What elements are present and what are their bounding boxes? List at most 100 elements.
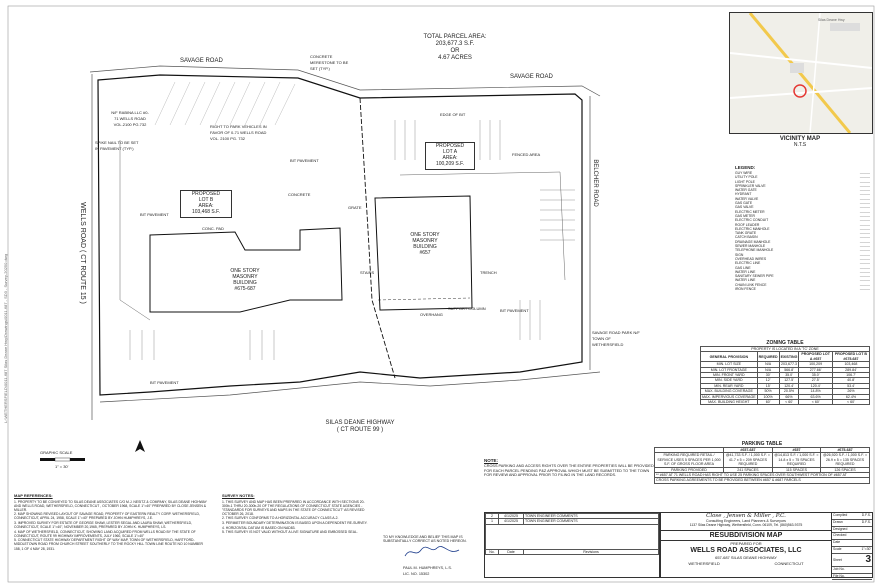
legend-item: WATER LINE——— (735, 270, 870, 274)
legend-item-symbol: ——— (859, 248, 870, 253)
legend-item: TELEPHONE MANHOLE——— (735, 248, 870, 252)
legend-item: GAS METER——— (735, 214, 870, 218)
vicinity-caption: VICINITY MAP N.T.S (735, 136, 865, 148)
lot-a-line1: PROPOSED (435, 143, 465, 149)
building-left-line1: ONE STORY (230, 268, 260, 274)
lot-b-line4: 103,468 S.F. (191, 209, 221, 215)
titleblock-value: 1"=30' (861, 546, 872, 551)
legend-item-label: WATER GATE (735, 188, 757, 193)
legend-item-label: ROOF LEADER (735, 222, 760, 227)
parking-table-block: PARKING TABLE #657-687#657#675-687 PARKI… (654, 441, 870, 484)
firm-line3: 1137 Silas Deane Highway, Wethersfield, … (689, 523, 803, 528)
legend-item-label: SPRINKLER VALVE (735, 183, 766, 188)
site-label: BIT PAVEMENT (150, 380, 179, 385)
road-label-savage-right: SAVAGE ROAD (510, 74, 553, 80)
legend-item-symbol: ——— (859, 201, 870, 206)
site-label: TRENCH (480, 270, 497, 275)
site-label: N/F RABINA LLC #0-71 WELLS ROAD VOL.2100… (111, 110, 149, 127)
titleblock-value: D.F.S. (861, 519, 871, 524)
vicinity-subtitle: N.T.S (793, 142, 807, 148)
legend-item-label: TANK GRATE (735, 231, 757, 236)
survey-notes: SURVEY NOTES: 1. THIS SURVEY AND MAP HAS… (222, 493, 372, 534)
zoning-cell: 26% (831, 388, 871, 395)
parking-cell: 115 SPACES (771, 466, 822, 474)
lot-a-line2: LOT A (442, 149, 458, 155)
building-right-line2: MASONRY (412, 238, 438, 244)
survey-notes-list: 1. THIS SURVEY AND MAP HAS BEEN PREPARED… (222, 500, 372, 535)
legend-item-symbol: ——— (859, 256, 870, 261)
legend-item: SEWER MANHOLE ——— (735, 244, 870, 248)
certification: TO MY KNOWLEDGE AND BELIEF THIS MAP IS S… (383, 535, 483, 577)
road-label-silas: SILAS DEANE HIGHWAY ( CT ROUTE 99 ) (300, 420, 420, 434)
zoning-cell: 60' (756, 399, 780, 406)
lot-b-line1: PROPOSED (191, 191, 221, 197)
legend-item-symbol: ——— (859, 213, 870, 218)
legend-item-symbol: ——— (859, 226, 870, 231)
legend-item-label: CHAIN LINK FENCE (735, 282, 767, 287)
site-label: EDGE OF BIT (440, 112, 466, 117)
map-reference-item: 4. MAP OF WETHERSFIELD, CONNECTICUT, SHO… (14, 529, 196, 538)
legend-item-symbol: ——— (859, 209, 870, 214)
legend-item-label: IRON FENCE (735, 287, 756, 292)
drawing-address: 657-687 SILAS DEANE HIGHWAY (715, 555, 777, 560)
map-reference-item: 3. IMPROVED SURVEY FOR ESTATE OF GEORGE … (14, 520, 192, 530)
parking-note-1: ** #657 AT 71 WELLS ROAD HAS RIGHT TO US… (654, 471, 870, 479)
parking-row: PARKING REQUIRED RETAIL / SERVICE USES 5… (654, 452, 870, 468)
lot-b-box: PROPOSED LOT B AREA: 103,468 S.F. (180, 190, 232, 218)
building-left-line2: MASONRY (232, 274, 258, 280)
parking-cell: @41,733 S.F. / 1,000 S.F. = 41.7 x 5 = 2… (723, 452, 773, 468)
legend-item-symbol: ——— (859, 235, 870, 240)
parking-header-cell: #657 (771, 446, 822, 454)
legend-item-symbol: ——— (859, 274, 870, 279)
surveyor-license: LIC. NO. 15302 (403, 571, 430, 576)
site-label: BIT PAVEMENT (500, 308, 529, 313)
legend-item-symbol: ——— (859, 244, 870, 249)
zoning-cell: 103,468 (831, 361, 871, 368)
legend-items: GUY WIRE———UTILITY POLE———LIGHT POLE———S… (735, 171, 870, 291)
drawing-town: WETHERSFIELD (688, 561, 720, 566)
titleblock-label: Sheet (833, 557, 842, 562)
titleblock-row: File No. (832, 574, 872, 581)
legend-item: SPRINKLER VALVE——— (735, 184, 870, 188)
building-right-label: ONE STORY MASONRY BUILDING #657 (395, 232, 455, 256)
signature (404, 546, 460, 557)
legend-item: ROOF LEADER——— (735, 223, 870, 227)
legend-item-symbol: ——— (859, 252, 870, 257)
lot-a-box: PROPOSED LOT A AREA: 100,209 S.F. (425, 142, 475, 170)
graphic-scale-title: GRAPHIC SCALE (40, 450, 73, 455)
legend-item-symbol: ——— (859, 239, 870, 244)
revision-header-cell: No. (485, 548, 499, 556)
zoning-cell: < 60' (831, 399, 871, 406)
zoning-cell: 106.7' (831, 371, 871, 379)
legend-item-label: CATCH BASIN (735, 235, 758, 240)
legend-item-label: SEWER MANHOLE (735, 244, 766, 249)
legend-item: CHAIN LINK FENCE——— (735, 283, 870, 287)
zoning-header-cell: REQUIRED (756, 351, 780, 363)
zoning-cell: 203,677.3 (778, 361, 800, 368)
legend-item-label: OVERHEAD WIRES (735, 256, 767, 261)
legend-item: WATER GATE——— (735, 188, 870, 192)
certification-text: TO MY KNOWLEDGE AND BELIEF THIS MAP IS S… (383, 535, 467, 544)
site-label: BIT PAVEMENT (290, 158, 319, 163)
zoning-cell: 14.8% (798, 388, 833, 395)
graphic-scale-note: 1" = 30' (55, 464, 69, 469)
note-block: NOTE: CROSS PARKING AND ACCESS RIGHTS OV… (484, 458, 654, 478)
legend-item-label: GAS GATE (735, 201, 753, 206)
legend-item: DRAINAGE MANHOLE——— (735, 240, 870, 244)
zoning-cell: 35.0' (798, 371, 833, 379)
legend-item-label: LIGHT POLE (735, 179, 755, 184)
legend-item-label: GUY WIRE (735, 171, 753, 175)
titleblock-row: Checked (832, 533, 872, 541)
zoning-table-title: ZONING TABLE (766, 340, 804, 346)
parking-cell: PARKING REQUIRED RETAIL / SERVICE USES 5… (654, 452, 724, 468)
site-label: RIGHT TO PARK VEHICLES IN FAVOR OF 0-71 … (210, 124, 267, 141)
survey-note-item: 1. THIS SURVEY AND MAP HAS BEEN PREPARED… (222, 499, 365, 516)
